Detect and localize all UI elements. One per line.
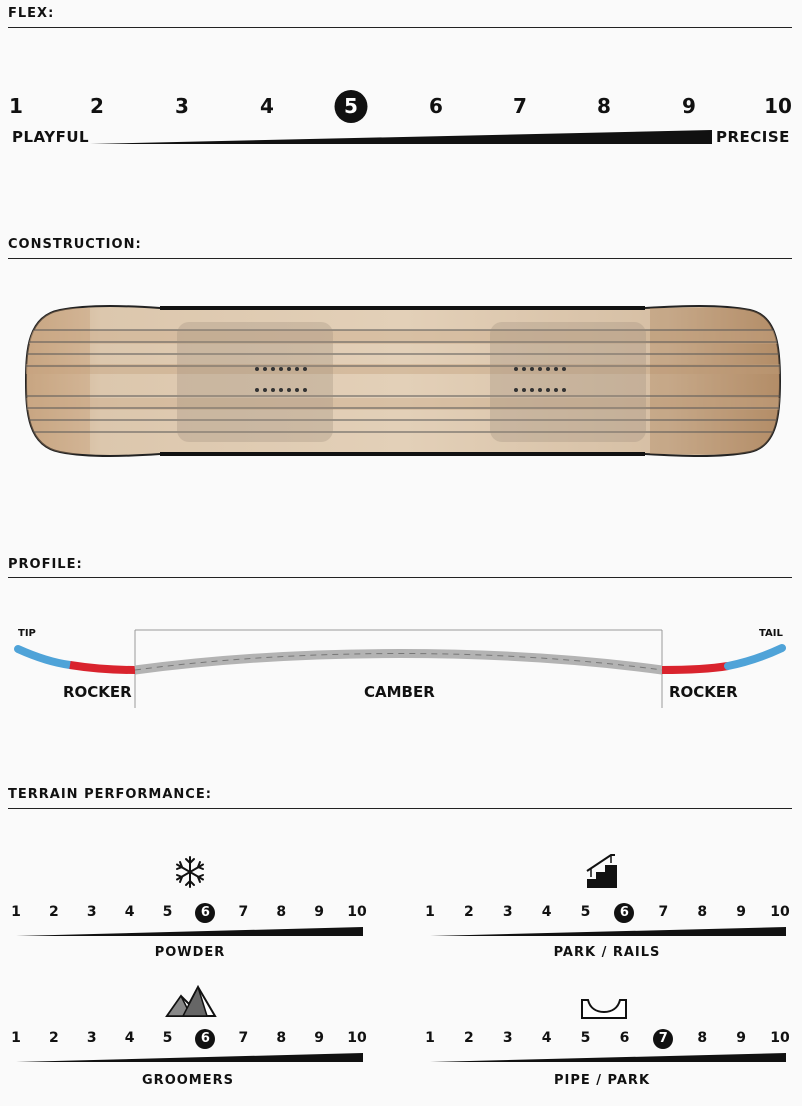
terrain-scale-number: 8 bbox=[276, 904, 287, 920]
terrain-scale-number: 4 bbox=[541, 904, 552, 920]
terrain-scale-number: 7 bbox=[238, 904, 249, 920]
terrain-scale-number: 2 bbox=[49, 1030, 59, 1046]
terrain-scale-number: 7 bbox=[658, 904, 669, 920]
flex-scale-number: 10 bbox=[764, 94, 792, 118]
terrain-scale-number: 8 bbox=[697, 904, 708, 920]
terrain-scale-number: 1 bbox=[425, 1030, 435, 1046]
profile-tip-label: TIP bbox=[18, 628, 36, 639]
profile-title: PROFILE: bbox=[8, 557, 83, 572]
flex-wedge bbox=[90, 130, 712, 144]
terrain-scale-number: 9 bbox=[314, 1030, 324, 1046]
terrain-selected-value: 6 bbox=[614, 903, 635, 923]
terrain-selected-value: 6 bbox=[195, 903, 216, 923]
terrain-scale-number: 1 bbox=[11, 904, 21, 920]
flex-scale-number: 3 bbox=[175, 94, 189, 118]
flex-scale-number: 1 bbox=[9, 94, 23, 118]
terrain-wedge bbox=[16, 927, 363, 936]
flex-selected-value: 5 bbox=[334, 90, 368, 123]
terrain-label: GROOMERS bbox=[142, 1073, 234, 1088]
terrain-scale-number: 7 bbox=[238, 1030, 249, 1046]
mountains-icon bbox=[165, 984, 217, 1017]
profile-rocker-right-label: ROCKER bbox=[669, 683, 738, 701]
terrain-scale-number: 5 bbox=[580, 1030, 591, 1046]
terrain-scale-number: 5 bbox=[162, 904, 173, 920]
terrain-scale-number: 4 bbox=[124, 904, 135, 920]
terrain-scale-number: 1 bbox=[425, 904, 435, 920]
flex-scale-number: 4 bbox=[260, 94, 274, 118]
terrain-wedge bbox=[16, 1053, 363, 1062]
terrain-scale-number: 9 bbox=[736, 1030, 746, 1046]
terrain-scale-number: 8 bbox=[697, 1030, 708, 1046]
profile-tail-label: TAIL bbox=[759, 628, 783, 639]
terrain-label: PARK / RAILS bbox=[553, 945, 661, 960]
flex-scale-number: 6 bbox=[429, 94, 443, 118]
terrain-wedge bbox=[430, 927, 786, 936]
stairs-rail-icon bbox=[586, 854, 617, 888]
snowflake-icon bbox=[176, 856, 204, 888]
flex-scale-number: 8 bbox=[597, 94, 611, 118]
flex-scale-number: 9 bbox=[682, 94, 696, 118]
terrain-scale-number: 4 bbox=[541, 1030, 552, 1046]
terrain-scale-number: 1 bbox=[11, 1030, 21, 1046]
construction-title: CONSTRUCTION: bbox=[8, 237, 142, 252]
terrain-scale-number: 6 bbox=[619, 1030, 630, 1046]
profile-diagram bbox=[14, 629, 786, 708]
terrain-scale-number: 2 bbox=[49, 904, 59, 920]
flex-title: FLEX: bbox=[8, 6, 55, 21]
terrain-scale-number: 9 bbox=[736, 904, 746, 920]
terrain-label: POWDER bbox=[154, 945, 226, 960]
terrain-scale-number: 5 bbox=[162, 1030, 173, 1046]
profile-camber-label: CAMBER bbox=[364, 683, 435, 701]
flex-right-label: PRECISE bbox=[716, 128, 790, 146]
terrain-scale-number: 5 bbox=[580, 904, 591, 920]
terrain-label: PIPE / PARK bbox=[553, 1073, 651, 1088]
terrain-scale-number: 2 bbox=[464, 904, 474, 920]
terrain-scale-number: 3 bbox=[86, 1030, 97, 1046]
terrain-scale-number: 8 bbox=[276, 1030, 287, 1046]
terrain-selected-value: 7 bbox=[653, 1029, 674, 1049]
flex-scale-number: 7 bbox=[513, 94, 527, 118]
terrain-scale-number: 10 bbox=[347, 1030, 367, 1046]
profile-rocker-left-label: ROCKER bbox=[63, 683, 132, 701]
terrain-title: TERRAIN PERFORMANCE: bbox=[8, 787, 212, 802]
snowboard-construction-image bbox=[24, 305, 782, 457]
flex-left-label: PLAYFUL bbox=[12, 128, 90, 146]
construction-divider bbox=[8, 258, 792, 259]
terrain-scale-number: 3 bbox=[502, 1030, 513, 1046]
terrain-wedge bbox=[430, 1053, 786, 1062]
terrain-divider bbox=[8, 808, 792, 809]
terrain-scale-number: 3 bbox=[502, 904, 513, 920]
terrain-scale-number: 2 bbox=[464, 1030, 474, 1046]
terrain-scale-number: 3 bbox=[86, 904, 97, 920]
halfpipe-icon bbox=[581, 999, 627, 1019]
terrain-scale-number: 10 bbox=[347, 904, 367, 920]
terrain-scale-number: 10 bbox=[770, 1030, 790, 1046]
terrain-scale-number: 10 bbox=[770, 904, 790, 920]
terrain-selected-value: 6 bbox=[195, 1029, 216, 1049]
terrain-scale-number: 9 bbox=[314, 904, 324, 920]
terrain-scale-number: 4 bbox=[124, 1030, 135, 1046]
flex-scale-number: 2 bbox=[90, 94, 104, 118]
profile-divider bbox=[8, 577, 792, 578]
flex-divider bbox=[8, 27, 792, 28]
